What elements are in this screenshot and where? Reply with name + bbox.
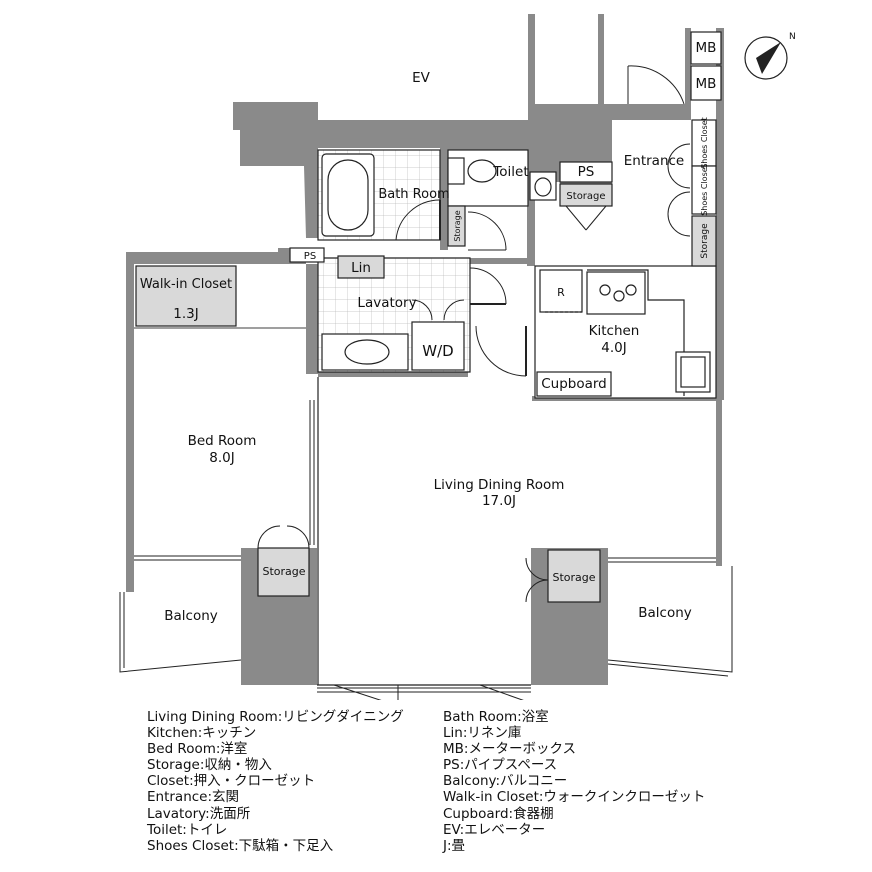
label-entrance: Entrance xyxy=(624,153,685,169)
legend-right: Bath Room:浴室 Lin:リネン庫 MB:メーターボックス PS:パイプ… xyxy=(443,709,705,854)
compass-icon: N xyxy=(744,32,796,80)
label-toilet: Toilet xyxy=(492,164,528,180)
fixtures xyxy=(321,153,711,396)
label-ps-small: PS xyxy=(304,251,316,262)
label-lavatory: Lavatory xyxy=(357,295,416,311)
label-kitchen: Kitchen xyxy=(589,323,640,339)
label-balcony-left: Balcony xyxy=(164,608,218,624)
label-wd: W/D xyxy=(422,342,453,360)
legend-item: Kitchen:キッチン xyxy=(147,725,257,742)
label-storage-living: Storage xyxy=(552,571,595,584)
legend-item: Lavatory:洗面所 xyxy=(147,805,251,822)
label-mb-2: MB xyxy=(696,76,717,92)
label-bed-room: Bed Room xyxy=(188,433,257,449)
label-living-dining-size: 17.0J xyxy=(482,493,516,509)
legend-item: Toilet:トイレ xyxy=(147,821,228,838)
label-storage-toilet: Storage xyxy=(566,191,605,202)
legend-item: Cupboard:食器棚 xyxy=(443,805,554,822)
legend-item: PS:パイプスペース xyxy=(443,757,558,774)
label-ps-toilet: PS xyxy=(578,164,595,180)
floor-plan: N EV MB MB Entrance Toilet PS Storage Li… xyxy=(119,14,796,700)
room-labels: EV MB MB Entrance Toilet PS Storage Lin … xyxy=(140,40,717,624)
label-bath-room: Bath Room xyxy=(378,187,449,202)
label-living-dining: Living Dining Room xyxy=(434,477,565,493)
legend-item: Bed Room:洋室 xyxy=(147,741,248,758)
legend-item: Entrance:玄関 xyxy=(147,789,240,806)
label-balcony-right: Balcony xyxy=(638,605,692,621)
legend-item: Bath Room:浴室 xyxy=(443,709,549,725)
legend-item: Balcony:バルコニー xyxy=(443,773,568,790)
legend-item: Walk-in Closet:ウォークインクローゼット xyxy=(443,789,706,806)
label-kitchen-size: 4.0J xyxy=(601,340,626,356)
label-bed-room-size: 8.0J xyxy=(209,450,234,466)
legend-item: MB:メーターボックス xyxy=(443,741,577,758)
legend-item: Living Dining Room:リビングダイニング xyxy=(147,709,404,725)
label-storage-bath: Storage xyxy=(453,210,462,241)
legend-item: Shoes Closet:下駄箱・下足入 xyxy=(147,837,334,854)
legend-item: Lin:リネン庫 xyxy=(443,725,522,742)
label-ev: EV xyxy=(412,70,431,86)
legend-item: Closet:押入・クローゼット xyxy=(147,773,316,790)
compass-label: N xyxy=(789,32,796,42)
label-shoes-closet-2: Shoes Closet xyxy=(700,164,709,216)
label-walkin-closet: Walk-in Closet xyxy=(140,277,232,292)
label-fridge: R xyxy=(557,286,565,299)
label-lin: Lin xyxy=(351,260,371,276)
label-storage-bed: Storage xyxy=(262,565,305,578)
label-cupboard: Cupboard xyxy=(541,376,607,392)
balcony-edges xyxy=(119,400,733,693)
label-storage-entrance: Storage xyxy=(700,223,710,259)
label-mb-1: MB xyxy=(696,40,717,56)
label-walkin-size: 1.3J xyxy=(173,306,198,322)
label-shoes-closet-1: Shoes Closet xyxy=(700,117,709,169)
legend-item: EV:エレベーター xyxy=(443,821,546,838)
legend-item: Storage:収納・物入 xyxy=(147,757,272,774)
legend-item: J:畳 xyxy=(443,837,466,854)
legend-left: Living Dining Room:リビングダイニング Kitchen:キッチ… xyxy=(147,709,404,854)
